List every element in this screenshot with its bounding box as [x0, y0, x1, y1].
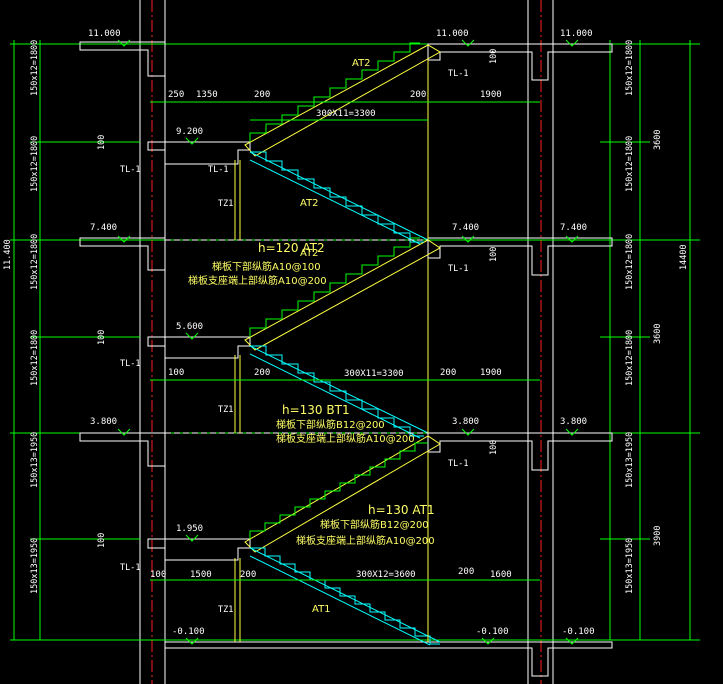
h-dim: 100 — [168, 368, 184, 378]
h-dim: 250 — [168, 90, 184, 100]
elevation-label: -0.100 — [172, 627, 205, 637]
h-dim: 200 — [240, 570, 256, 580]
beam-label: TL-1 — [448, 459, 468, 469]
vertical-dim: 100 — [97, 330, 107, 345]
elevation-label: 7.400 — [560, 223, 587, 233]
h-dim: 1600 — [490, 570, 512, 580]
beam-label: TL-1 — [120, 563, 140, 573]
left-dim-label: 150x12=1800 — [30, 330, 40, 386]
h-dim: 200 — [440, 368, 456, 378]
story-dim-label: 3900 — [653, 526, 663, 546]
h-dim: 1900 — [480, 90, 502, 100]
note-line1: 梯板下部纵筋B12@200 — [276, 418, 385, 431]
right-dim-label: 150x12=1800 — [625, 234, 635, 290]
left-top-dim-label: 11.400 — [3, 239, 13, 270]
right-dim-label: 150x13=1950 — [625, 432, 635, 488]
elevation-label: 11.000 — [560, 29, 593, 39]
right-dim-label: 150x12=1800 — [625, 330, 635, 386]
horizontal-dims — [150, 101, 540, 581]
elevation-label: 3.800 — [452, 417, 479, 427]
note-line2: 梯板支座端上部纵筋A10@200 — [276, 432, 415, 445]
left-dim-label: 150x13=1950 — [30, 538, 40, 594]
right-dim-label: 150x13=1950 — [625, 538, 635, 594]
vertical-dim: 100 — [489, 440, 499, 455]
left-dim-label: 150x12=1800 — [30, 234, 40, 290]
left-dim-label: 150x13=1950 — [30, 432, 40, 488]
stair-label: AT1 — [312, 604, 331, 615]
note-h: h=120 AT2 — [258, 241, 325, 255]
beam-label: TL-1 — [120, 165, 140, 175]
elevation-label: -0.100 — [476, 627, 509, 637]
stair-label: AT2 — [300, 198, 319, 209]
stair-label: AT2 — [352, 58, 371, 69]
note-h: h=130 AT1 — [368, 503, 435, 517]
h-dim: 1500 — [190, 570, 212, 580]
axis-lines — [139, 0, 554, 684]
vertical-dim: 100 — [97, 135, 107, 150]
run-dim: 300X11=3300 — [344, 369, 404, 379]
run-dim: 300X11=3300 — [316, 109, 376, 119]
right-dim-label: 150x12=1800 — [625, 136, 635, 192]
left-dim-label: 150x12=1800 — [30, 40, 40, 96]
vertical-dim: 100 — [489, 247, 499, 262]
run-dim: 300X12=3600 — [356, 570, 416, 580]
h-dim: 200 — [458, 567, 474, 577]
total-dim-label: 14400 — [679, 244, 689, 270]
elevation-label: 3.800 — [90, 417, 117, 427]
elevation-label: -0.100 — [562, 627, 595, 637]
beam-label: TL-1 — [448, 264, 468, 274]
beam-label: TL-1 — [120, 359, 140, 369]
note-line2: 梯板支座端上部纵筋A10@200 — [188, 274, 327, 287]
note-line2: 梯板支座端上部纵筋A10@200 — [296, 534, 435, 547]
column-label: TZ1 — [218, 199, 233, 209]
elevation-label: 7.400 — [90, 223, 117, 233]
dimension-frame — [10, 40, 700, 641]
labels: 11.000 11.000 11.000 9.200 7.400 7.400 7.400 5.… — [3, 29, 689, 637]
level-markers — [117, 39, 579, 645]
h-dim: 1900 — [480, 368, 502, 378]
beam-label: TL-1 — [208, 165, 228, 175]
story-dim-label: 3600 — [653, 324, 663, 344]
elevation-label: 9.200 — [176, 127, 203, 137]
elevation-label: 1.950 — [176, 524, 203, 534]
elevation-label: 11.000 — [436, 29, 469, 39]
h-dim: 200 — [410, 90, 426, 100]
note-line1: 梯板下部纵筋B12@200 — [320, 518, 429, 531]
posts — [234, 60, 429, 642]
note-line1: 梯板下部纵筋A10@100 — [212, 260, 321, 273]
right-dim-label: 150x12=1800 — [625, 40, 635, 96]
left-dim-label: 150x12=1800 — [30, 136, 40, 192]
elevation-label: 5.600 — [176, 322, 203, 332]
column-label: TZ1 — [218, 605, 233, 615]
elevation-label: 7.400 — [452, 223, 479, 233]
story-dim-label: 3600 — [653, 130, 663, 150]
beam-label: TL-1 — [448, 69, 468, 79]
stair-flights — [165, 42, 442, 646]
vertical-dim: 100 — [97, 533, 107, 548]
stair-label: AT2 — [300, 248, 319, 259]
h-dim: 1350 — [196, 90, 218, 100]
elevation-label: 3.800 — [560, 417, 587, 427]
floor-slabs — [79, 41, 613, 677]
vertical-dim: 100 — [489, 49, 499, 64]
h-dim: 200 — [254, 90, 270, 100]
note-h: h=130 BT1 — [282, 403, 350, 417]
column-label: TZ1 — [218, 405, 233, 415]
h-dim: 200 — [254, 368, 270, 378]
elevation-label: 11.000 — [88, 29, 121, 39]
h-dim: 100 — [150, 570, 166, 580]
